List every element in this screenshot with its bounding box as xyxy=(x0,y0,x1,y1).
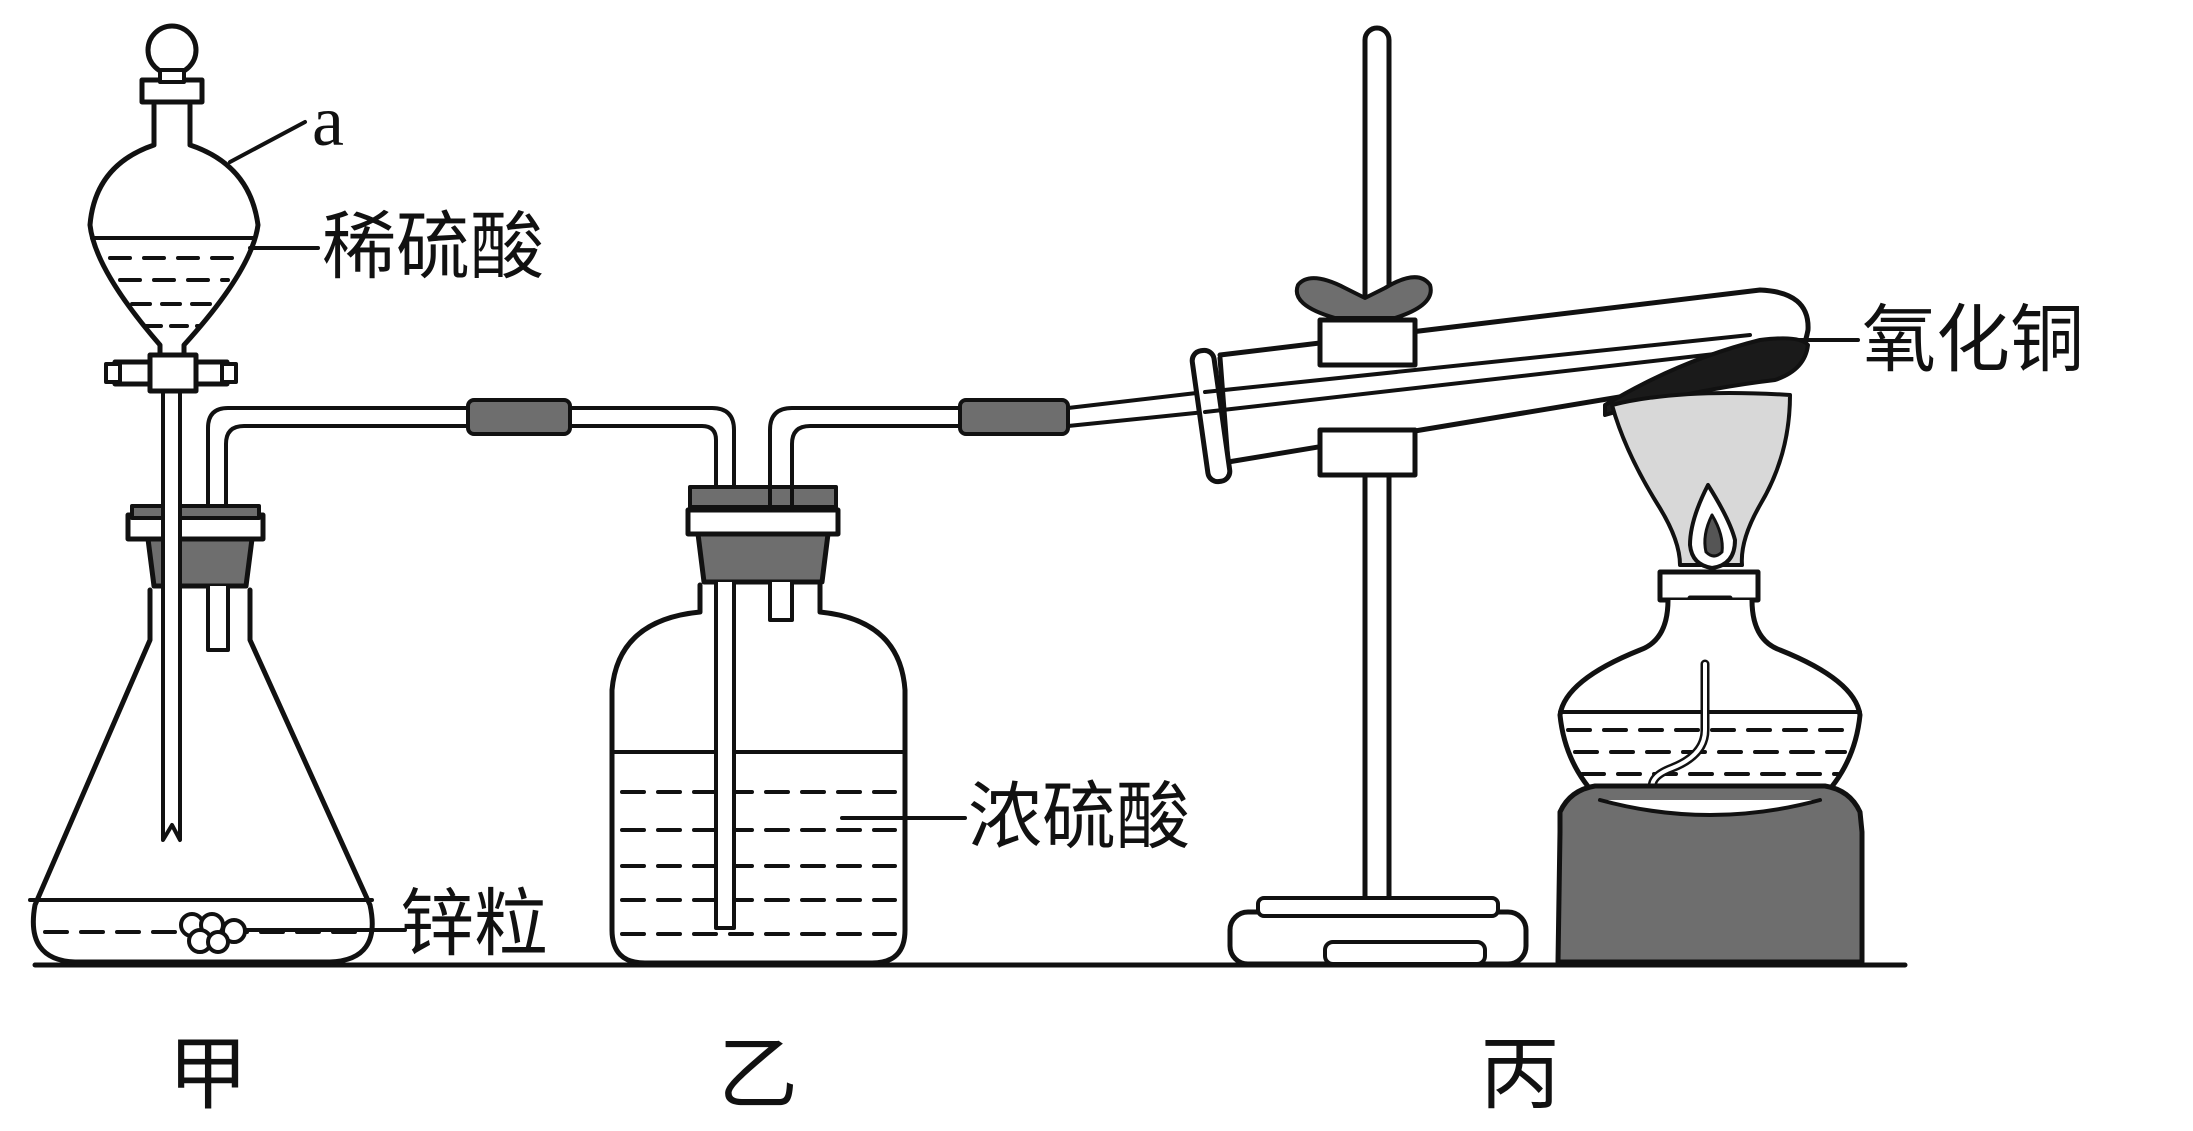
caption-yi: 乙 xyxy=(718,1028,798,1121)
lamp-base xyxy=(1555,783,1865,965)
caption-jia: 甲 xyxy=(168,1028,248,1121)
tube-yi-to-bing xyxy=(958,390,1207,436)
lamp-wick-cap xyxy=(1657,569,1761,603)
test-tube-mouth-ring xyxy=(1189,347,1233,485)
bottle-yi xyxy=(609,406,967,966)
dilute-acid-label: 稀硫酸 xyxy=(322,204,544,290)
tube-jia-to-yi xyxy=(206,398,736,512)
bottle-inlet-tube xyxy=(714,580,736,930)
lamp-body xyxy=(1557,597,1863,803)
funnel-stopper-knob xyxy=(145,23,199,77)
rubber-connector-2 xyxy=(958,398,1070,436)
cuo-label: 氧化铜 xyxy=(1862,297,2084,383)
clamp xyxy=(1294,275,1433,478)
stand-bing xyxy=(1227,25,1529,967)
conc-acid-liquid xyxy=(620,790,897,936)
bottle-outlet-tube xyxy=(768,580,794,622)
clamp-wing-nut xyxy=(1294,275,1433,320)
flame xyxy=(1610,390,1792,570)
flask-outlet-tube-inner xyxy=(206,584,230,652)
separatory-funnel-bulb xyxy=(87,102,261,363)
rubber-connector-1 xyxy=(466,398,572,436)
erlenmeyer-flask xyxy=(30,587,375,965)
conc-acid-label: 浓硫酸 xyxy=(968,774,1190,860)
alcohol-lamp xyxy=(1555,569,1865,965)
stopcock xyxy=(104,352,238,394)
zinc-label: 锌粒 xyxy=(400,881,548,967)
dilute-acid-liquid xyxy=(90,236,257,328)
caption-bing: 丙 xyxy=(1480,1028,1560,1121)
zinc-granules xyxy=(179,912,247,954)
stopcock-label: a xyxy=(312,81,344,161)
funnel-stem xyxy=(161,388,182,842)
flask-jia xyxy=(28,23,407,965)
bottle-stopper-rim xyxy=(685,507,841,537)
bottle-stopper xyxy=(695,531,831,585)
wash-bottle xyxy=(609,582,908,966)
outer-flame xyxy=(1610,390,1792,567)
pointer-a xyxy=(228,120,307,164)
